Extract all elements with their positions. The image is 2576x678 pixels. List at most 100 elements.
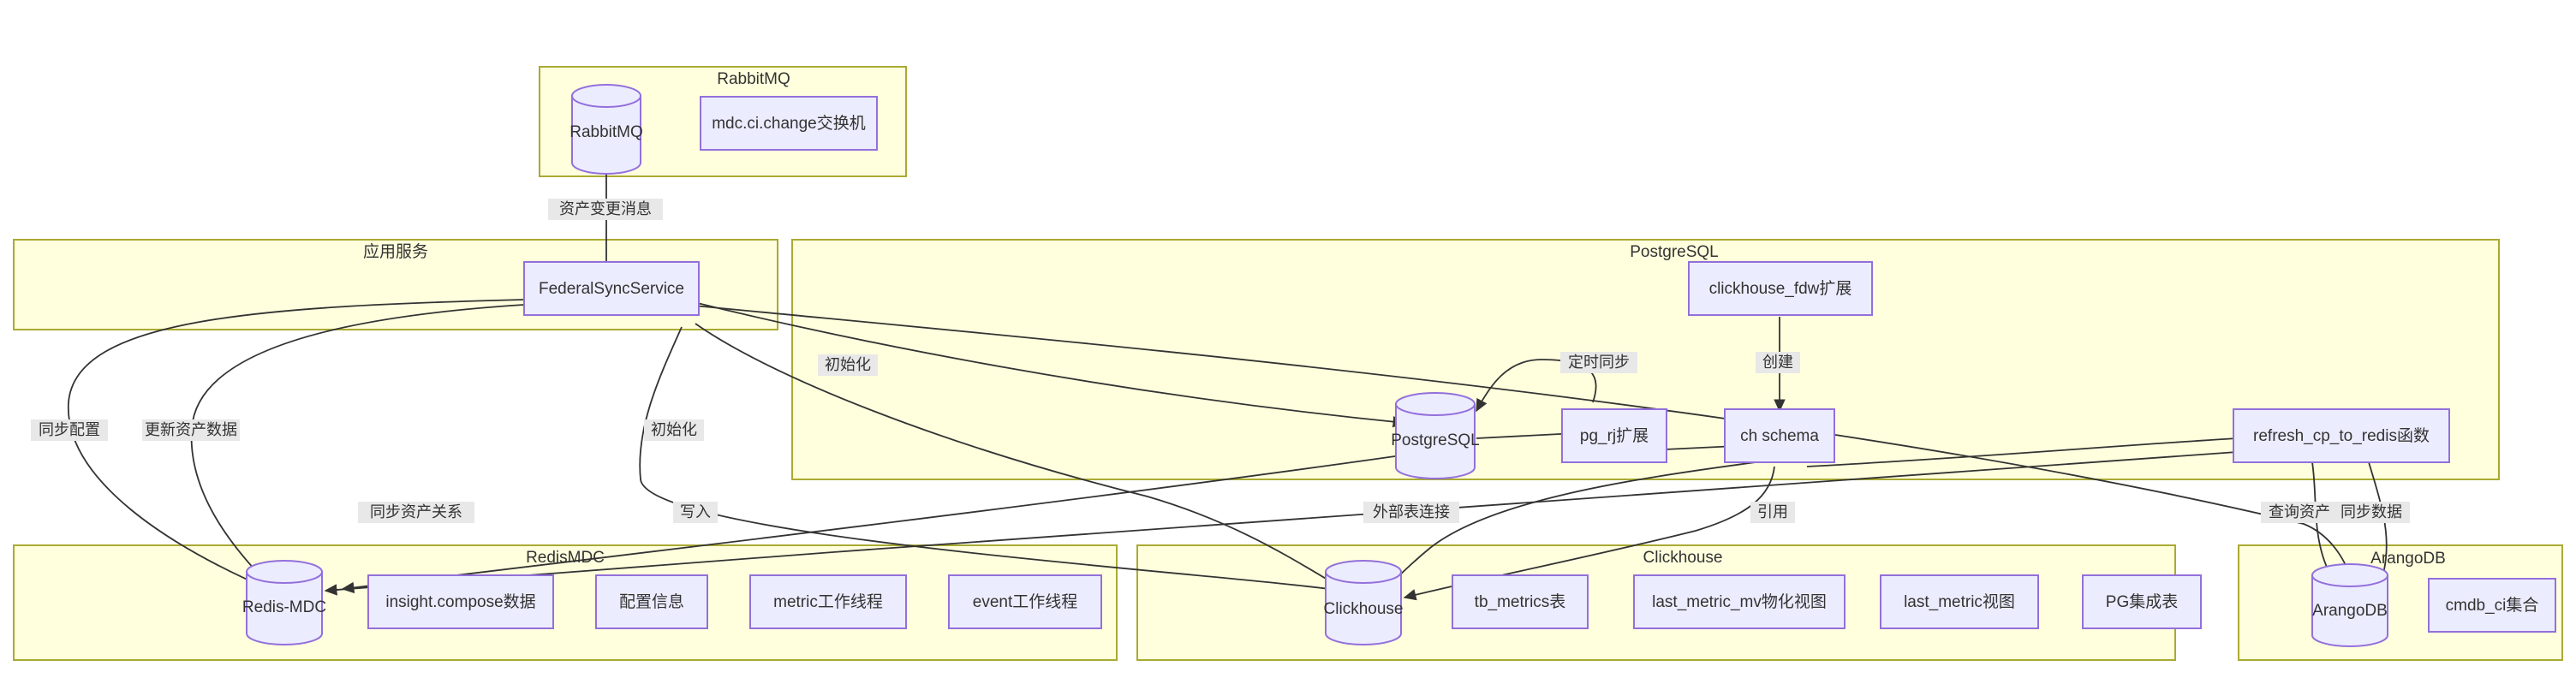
edge-label-reference-bg bbox=[1750, 502, 1795, 523]
edge-federalsync-to-postgres-init bbox=[689, 300, 1406, 428]
node-postgres-db-label: PostgreSQL bbox=[1391, 431, 1480, 449]
node-config-label: 配置信息 bbox=[619, 592, 684, 611]
cluster-clickhouse-title: Clickhouse bbox=[1643, 549, 1723, 567]
node-tb-metrics-rect bbox=[1452, 574, 1589, 629]
edge-federalsync-to-clickhouse-write bbox=[695, 323, 1348, 592]
node-refresh-fn-label: refresh_cp_to_redis函数 bbox=[2253, 426, 2430, 445]
node-clickhouse-db[interactable]: Clickhouse bbox=[1324, 560, 1404, 645]
edge-label-query-asset: 查询资产 bbox=[2261, 502, 2338, 523]
node-refresh-fn[interactable]: refresh_cp_to_redis函数 bbox=[2233, 408, 2450, 463]
edge-label-update-asset-bg bbox=[142, 419, 240, 441]
node-insight[interactable]: insight.compose数据 bbox=[367, 574, 554, 629]
node-pg-rj-rect bbox=[1561, 408, 1667, 463]
arango-cylinder-body bbox=[2311, 574, 2388, 647]
node-pg-integration[interactable]: PG集成表 bbox=[2082, 574, 2202, 629]
node-pg-integration-label: PG集成表 bbox=[2106, 592, 2178, 611]
edge-label-update-asset-text: 更新资产数据 bbox=[145, 421, 237, 438]
node-cmdb-ci-rect bbox=[2428, 578, 2556, 633]
edge-label-init-2-bg bbox=[818, 354, 878, 376]
node-ch-fdw-rect bbox=[1688, 261, 1873, 316]
edge-postgres-to-redis bbox=[341, 453, 1414, 594]
node-pg-rj[interactable]: pg_rj扩展 bbox=[1561, 408, 1667, 463]
node-last-metric-mv-label: last_metric_mv物化视图 bbox=[1652, 592, 1827, 611]
cluster-redismdc-rect bbox=[13, 544, 1118, 661]
cluster-postgresql-title: PostgreSQL bbox=[1630, 243, 1719, 261]
edge-label-ext-table-text: 外部表连接 bbox=[1373, 503, 1450, 520]
node-arango-db[interactable]: ArangoDB bbox=[2311, 563, 2388, 647]
edge-label-init-1-text: 初始化 bbox=[651, 421, 697, 438]
edge-label-asset-change: 资产变更消息 bbox=[548, 199, 663, 220]
node-federalsync[interactable]: FederalSyncService bbox=[523, 261, 700, 316]
node-rabbitmq-db[interactable]: RabbitMQ bbox=[569, 84, 643, 175]
node-ch-fdw-label: clickhouse_fdw扩展 bbox=[1709, 279, 1852, 298]
node-insight-rect bbox=[367, 574, 554, 629]
edge-label-write: 写入 bbox=[673, 502, 718, 523]
node-last-metric-mv[interactable]: last_metric_mv物化视图 bbox=[1633, 574, 1846, 629]
node-ch-schema-label: ch schema bbox=[1740, 427, 1819, 445]
edge-label-timed-sync: 定时同步 bbox=[1560, 352, 1637, 373]
node-tb-metrics-label: tb_metrics表 bbox=[1475, 592, 1566, 611]
node-ch-fdw[interactable]: clickhouse_fdw扩展 bbox=[1688, 261, 1873, 316]
edge-label-sync-config: 同步配置 bbox=[31, 419, 108, 441]
node-redis-db[interactable]: Redis-MDC bbox=[242, 560, 326, 645]
node-last-metric-rect bbox=[1880, 574, 2039, 629]
redis-cylinder-body bbox=[246, 571, 323, 645]
node-redis-db-label: Redis-MDC bbox=[242, 598, 326, 616]
node-last-metric-mv-rect bbox=[1633, 574, 1846, 629]
edge-label-timed-sync-bg bbox=[1560, 352, 1637, 373]
node-insight-label: insight.compose数据 bbox=[385, 592, 535, 611]
node-last-metric[interactable]: last_metric视图 bbox=[1880, 574, 2039, 629]
node-cmdb-ci-label: cmdb_ci集合 bbox=[2446, 596, 2539, 615]
edge-label-timed-sync-text: 定时同步 bbox=[1568, 354, 1630, 371]
edge-layer bbox=[68, 163, 2388, 601]
node-config-rect bbox=[595, 574, 708, 629]
node-exchange-rect bbox=[700, 96, 878, 151]
edge-label-query-asset-bg bbox=[2261, 502, 2338, 523]
node-event-worker-rect bbox=[948, 574, 1102, 629]
edge-label-query-asset-text: 查询资产 bbox=[2269, 503, 2330, 520]
edge-federalsync-to-clickhouse-init bbox=[639, 326, 1355, 597]
edge-label-sync-relation-bg bbox=[358, 502, 474, 523]
edge-label-sync-config-bg bbox=[31, 419, 108, 441]
postgres-cylinder-body bbox=[1395, 403, 1476, 479]
node-metric-worker-rect bbox=[749, 574, 907, 629]
node-pg-rj-label: pg_rj扩展 bbox=[1580, 426, 1649, 445]
edge-label-create: 创建 bbox=[1756, 352, 1800, 373]
edge-label-sync-relation-text: 同步资产关系 bbox=[370, 503, 462, 520]
node-exchange-label: mdc.ci.change交换机 bbox=[712, 114, 866, 133]
node-config[interactable]: 配置信息 bbox=[595, 574, 708, 629]
edge-label-asset-change-bg bbox=[548, 199, 663, 220]
node-federalsync-label: FederalSyncService bbox=[539, 280, 684, 298]
node-tb-metrics[interactable]: tb_metrics表 bbox=[1452, 574, 1589, 629]
node-arango-db-label: ArangoDB bbox=[2312, 602, 2388, 620]
edge-label-ext-table: 外部表连接 bbox=[1363, 502, 1459, 523]
node-pg-integration-rect bbox=[2082, 574, 2202, 629]
node-rabbitmq-db-label: RabbitMQ bbox=[569, 123, 643, 141]
edge-federalsync-to-arango-relation bbox=[684, 304, 2354, 582]
cluster-arangodb-title: ArangoDB bbox=[2370, 550, 2446, 568]
edge-federalsync-to-redis-asset bbox=[190, 304, 525, 595]
rabbitmq-cylinder-body bbox=[571, 95, 641, 175]
node-metric-worker[interactable]: metric工作线程 bbox=[749, 574, 907, 629]
postgres-cylinder-top bbox=[1395, 392, 1476, 416]
node-metric-worker-label: metric工作线程 bbox=[773, 592, 883, 611]
redis-cylinder-top bbox=[246, 560, 323, 584]
node-exchange[interactable]: mdc.ci.change交换机 bbox=[700, 96, 878, 151]
node-postgres-db[interactable]: PostgreSQL bbox=[1391, 392, 1480, 479]
node-cmdb-ci[interactable]: cmdb_ci集合 bbox=[2428, 578, 2556, 633]
edge-federalsync-to-redis-config bbox=[68, 299, 525, 592]
edge-label-sync-data-bg bbox=[2333, 502, 2410, 523]
cluster-redismdc: RedisMDC bbox=[13, 544, 1118, 661]
edge-label-sync-data-text: 同步数据 bbox=[2340, 503, 2402, 520]
node-event-worker[interactable]: event工作线程 bbox=[948, 574, 1102, 629]
edge-label-init-1-bg bbox=[644, 419, 704, 441]
node-ch-schema[interactable]: ch schema bbox=[1724, 408, 1835, 463]
edge-label-init-1: 初始化 bbox=[644, 419, 704, 441]
node-clickhouse-db-label: Clickhouse bbox=[1324, 600, 1404, 618]
node-event-worker-label: event工作线程 bbox=[973, 592, 1077, 611]
edge-label-reference-text: 引用 bbox=[1757, 503, 1788, 520]
edge-label-update-asset: 更新资产数据 bbox=[142, 419, 240, 441]
edge-label-write-bg bbox=[673, 502, 718, 523]
